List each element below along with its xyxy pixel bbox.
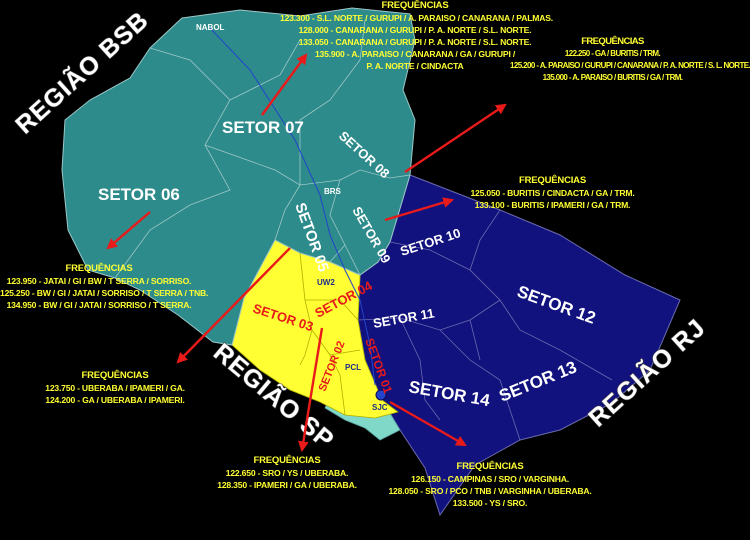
freq-line: 123.750 - UBERABA / IPAMERI / GA.	[45, 383, 185, 393]
place-label-nabol: NABOL	[196, 23, 225, 32]
arrow-sector03	[176, 247, 291, 364]
freq-block-left: FREQUÊNCIAS 123.950 - JATAI / GI / BW / …	[0, 263, 209, 311]
sjc-station-marker	[375, 389, 387, 401]
freq-block-top-right: FREQUÊNCIAS 122.250 - GA / BURITIS / TRM…	[510, 36, 750, 84]
freq-line: 133.500 - YS / SRO.	[452, 498, 528, 508]
freq-line: 123.300 - S.L. NORTE / GURUPI / A. PARAI…	[280, 13, 553, 23]
sector-label-06: SETOR 06	[98, 185, 180, 204]
freq-block-lower-left: FREQUÊNCIAS 123.750 - UBERABA / IPAMERI …	[40, 370, 190, 406]
sector-boundaries	[114, 19, 411, 279]
freq-block-top-right-title: FREQUÊNCIAS	[581, 36, 644, 47]
airway-route-line	[209, 27, 376, 386]
freq-line: 122.250 - GA / BURITIS / TRM.	[564, 49, 661, 58]
arrow-sector07	[261, 53, 308, 116]
sector-map: SETOR 07 SETOR 06 SETOR 08 SETOR 09 SETO…	[8, 4, 712, 517]
freq-block-mid-right: FREQUÊNCIAS 125.050 - BURITIS / CINDACTA…	[465, 175, 640, 211]
freq-line: 133.100 - BURITIS / IPAMERI / GA / TRM.	[474, 200, 631, 210]
freq-line: 123.950 - JATAI / GI / BW / T SERRA / SO…	[6, 276, 192, 286]
freq-line: 128.350 - IPAMERI / GA / UBERABA.	[217, 480, 357, 490]
freq-line: 125.200 - A. PARAISO / GURUPI / CANARANA…	[510, 61, 750, 70]
freq-block-top-title: FREQUÊNCIAS	[381, 0, 449, 11]
freq-block-top: FREQUÊNCIAS 123.300 - S.L. NORTE / GURUP…	[280, 0, 553, 72]
freq-block-mid-right-title: FREQUÊNCIAS	[519, 175, 586, 186]
arrow-sector04	[298, 327, 324, 453]
freq-line: 135.900 - A. PARAISO / CANARANA / GA / G…	[314, 49, 516, 59]
freq-block-bottom-title: FREQUÊNCIAS	[253, 455, 321, 466]
freq-line: P. A. NORTE / CINDACTA	[366, 61, 464, 71]
callout-arrows	[106, 53, 507, 453]
sector-label-07: SETOR 07	[222, 118, 304, 137]
arrow-sector06	[106, 211, 151, 250]
freq-line: 122.650 - SRO / YS / UBERABA.	[225, 468, 349, 478]
arrow-sector08	[404, 103, 507, 173]
freq-block-left-title: FREQUÊNCIAS	[65, 263, 133, 274]
freq-line: 133.050 - CANARANA / GURUPI / P. A. NORT…	[298, 37, 532, 47]
freq-line: 134.950 - BW / GI / JATAI / SORRISO / T …	[6, 300, 192, 310]
freq-line: 124.200 - GA / UBERABA / IPAMERI.	[45, 395, 185, 405]
freq-line: 128.050 - SRO / PCO / TNB / VARGINHA / U…	[388, 486, 592, 496]
freq-block-bottom-right: FREQUÊNCIAS 126.150 - CAMPINAS / SRO / V…	[385, 461, 595, 509]
arrow-sector01	[389, 400, 467, 447]
arrow-sector09	[384, 197, 455, 222]
place-label-brs: BRS	[324, 187, 342, 196]
freq-line: 125.250 - BW / GI / JATAI / SORRISO / T …	[0, 288, 209, 298]
freq-block-lower-left-title: FREQUÊNCIAS	[81, 370, 149, 381]
freq-line: 125.050 - BURITIS / CINDACTA / GA / TRM.	[470, 188, 635, 198]
place-label-pcl: PCL	[345, 363, 361, 372]
sector-boundaries-south	[299, 252, 361, 416]
freq-line: 126.150 - CAMPINAS / SRO / VARGINHA.	[411, 474, 569, 484]
freq-block-bottom: FREQUÊNCIAS 122.650 - SRO / YS / UBERABA…	[212, 455, 362, 491]
place-label-sjc: SJC	[372, 403, 388, 412]
freq-line: 128.000 - CANARANA / GURUPI / P. A. NORT…	[298, 25, 532, 35]
freq-block-bottom-right-title: FREQUÊNCIAS	[456, 461, 524, 472]
freq-line: 135.000 - A. PARAISO / BURITIS / GA / TR…	[542, 73, 683, 82]
place-label-uw2: UW2	[317, 278, 335, 287]
sector-boundaries-east	[357, 209, 613, 441]
